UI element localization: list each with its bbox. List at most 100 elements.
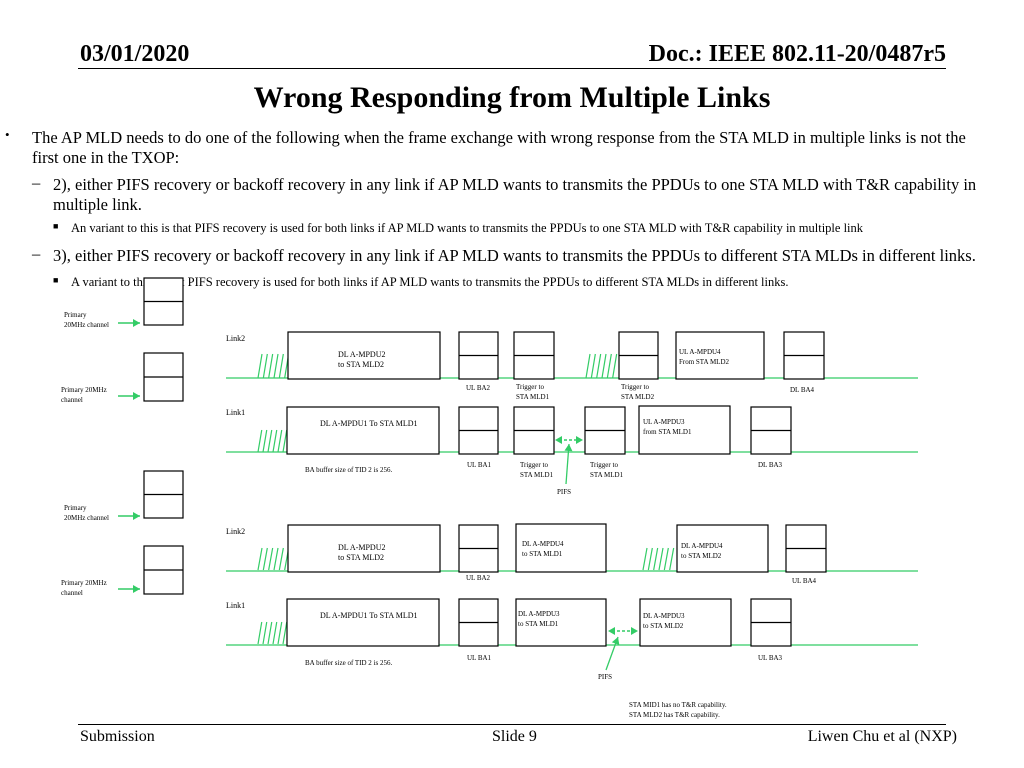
backoff-hatch-link2-b-stroke [612,353,618,379]
ul-ba1-label-bottom: UL BA1 [467,654,492,662]
backoff-hatch-link2-bottom-b-stroke [658,547,664,571]
backoff-hatch-link2-stroke [268,353,274,379]
backoff-hatch-link2-bottom-stroke [278,547,284,571]
primary-channel-label-link2-line-2: 20MHz channel [64,321,109,329]
backoff-hatch-link2-bottom-stroke [262,547,268,571]
bullet-1-line-1: The AP MLD needs to do one of the follow… [32,128,966,147]
backoff-hatch-link1-stroke [282,429,288,453]
link2-label: Link2 [226,334,245,343]
pifs-label-bottom: PIFS [598,673,612,681]
capability-note-line-1: STA MID1 has no T&R capability. [629,701,727,709]
backoff-hatch-link2-b-stroke [606,353,612,379]
ul-ba2-label-bottom: UL BA2 [466,574,491,582]
dash-1-line-1: 2), either PIFS recovery or backoff reco… [53,175,977,194]
ul-ampdu3-frame [638,405,731,455]
dl-ampdu4-mld2-label-line-1: DL A-MPDU4 [681,542,723,550]
ul-ampdu3-label-line-1: UL A-MPDU3 [643,418,685,426]
backoff-hatch-link1-stroke [277,429,283,453]
dl-ampdu1-label-bottom: DL A-MPDU1 To STA MLD1 [320,611,417,620]
primary-channel-label-link1-line-2: channel [61,396,83,404]
sub-bullet-1: An variant to this is that PIFS recovery… [71,221,864,235]
dash-1-line-2: multiple link. [53,195,142,214]
ul-ampdu4-label-line-1: UL A-MPDU4 [679,348,721,356]
footer-author: Liwen Chu et al (NXP) [807,728,957,745]
sub-bullet-2: A variant to this is that PIFS recovery … [71,275,789,289]
pifs-gap-arrow-head-right [576,436,583,444]
backoff-hatch-link2-bottom-stroke [268,547,274,571]
square-bullet: ■ [53,275,59,285]
primary-arrow-link1-head [133,585,140,593]
ul-ba4-label: UL BA4 [792,577,817,585]
ul-ba3-label: UL BA3 [758,654,783,662]
backoff-hatch-link2-b-stroke [596,353,602,379]
ul-ampdu4-label-line-2: From STA MLD2 [679,358,730,366]
pifs-label: PIFS [557,488,571,496]
pifs-gap-arrow-bottom-head-left [608,627,615,635]
link1-label: Link1 [226,601,245,610]
backoff-hatch-link2-bottom-b-stroke [647,547,653,571]
dl-ampdu1-label: DL A-MPDU1 To STA MLD1 [320,419,417,428]
backoff-hatch-link1-bottom-stroke [262,621,268,645]
dash-marker: – [32,173,41,192]
pifs-pointer-bottom-head [611,637,620,645]
ul-ampdu3-label-line-2: from STA MLD1 [643,428,692,436]
header-doc-number: Doc.: IEEE 802.11-20/0487r5 [648,41,946,67]
backoff-hatch-link1-bottom-stroke [267,621,273,645]
dl-ampdu3-mld1-label-line-1: DL A-MPDU3 [518,610,560,618]
dl-ampdu3-mld2-label-line-1: DL A-MPDU3 [643,612,685,620]
ul-ba2-label: UL BA2 [466,384,491,392]
dl-ba3-label: DL BA3 [758,461,783,469]
backoff-hatch-link2-stroke [278,353,284,379]
header-rule [78,68,946,69]
backoff-hatch-link1-stroke [272,429,278,453]
trigger-mld1-link1-b-label-line-1: Trigger to [590,461,618,469]
link1-label: Link1 [226,408,245,417]
backoff-hatch-link2-bottom-b-stroke [663,547,669,571]
pifs-pointer-head [564,444,573,452]
trigger-mld1-link2-label-line-2: STA MLD1 [516,393,550,401]
dl-ampdu1-frame [286,406,440,455]
backoff-hatch-link1-bottom-stroke [257,621,263,645]
capability-note-line-2: STA MLD2 has T&R capability. [629,711,720,719]
dl-ampdu2-label-bottom-line-1: DL A-MPDU2 [338,543,385,552]
dl-ampdu3-mld2-frame [639,598,732,647]
primary-channel-label-link1-line-2: channel [61,589,83,597]
dl-ampdu2-label-line-1: DL A-MPDU2 [338,350,385,359]
link2-label: Link2 [226,527,245,536]
ul-ampdu4-frame [675,331,765,380]
header-date: 03/01/2020 [80,41,190,67]
trigger-mld2-link2-label-line-2: STA MLD2 [621,393,655,401]
dl-ampdu2-label-line-2: to STA MLD2 [338,360,384,369]
backoff-hatch-link1-bottom-stroke [277,621,283,645]
footer-submission: Submission [80,728,155,745]
dl-ampdu4-mld1-label-line-2: to STA MLD1 [522,550,563,558]
backoff-hatch-link2-bottom-stroke [273,547,279,571]
primary-arrow-link1-head [133,392,140,400]
ba-buffer-note: BA buffer size of TID 2 is 256. [305,659,392,667]
trigger-mld1-link1-label-line-2: STA MLD1 [520,471,554,479]
dl-ampdu3-mld2-label-line-2: to STA MLD2 [643,622,684,630]
primary-channel-label-link2-line-1: Primary [64,504,87,512]
dash-marker: – [32,244,41,263]
backoff-hatch-link2-stroke [273,353,279,379]
trigger-mld2-link2-label-line-1: Trigger to [621,383,649,391]
footer-rule [78,724,946,725]
dash-2: 3), either PIFS recovery or backoff reco… [53,246,976,265]
dl-ampdu4-mld2-label-line-2: to STA MLD2 [681,552,722,560]
primary-arrow-link2-head [133,319,140,327]
dl-ba4-label: DL BA4 [790,386,815,394]
backoff-hatch-link2-b-stroke [585,353,591,379]
trigger-mld1-link2-label-line-1: Trigger to [516,383,544,391]
dl-ampdu4-mld1-label-line-1: DL A-MPDU4 [522,540,564,548]
primary-channel-label-link1-line-1: Primary 20MHz [61,386,107,394]
backoff-hatch-link2-b-stroke [601,353,607,379]
dl-ampdu3-mld1-label-line-2: to STA MLD1 [518,620,559,628]
backoff-hatch-link1-stroke [257,429,263,453]
primary-arrow-link2-head [133,512,140,520]
dl-ampdu3-mld1-frame [515,598,607,647]
backoff-hatch-link1-stroke [267,429,273,453]
backoff-hatch-link2-bottom-stroke [257,547,263,571]
square-bullet: ■ [53,221,59,231]
dl-ampdu1-frame-bottom [286,598,440,647]
